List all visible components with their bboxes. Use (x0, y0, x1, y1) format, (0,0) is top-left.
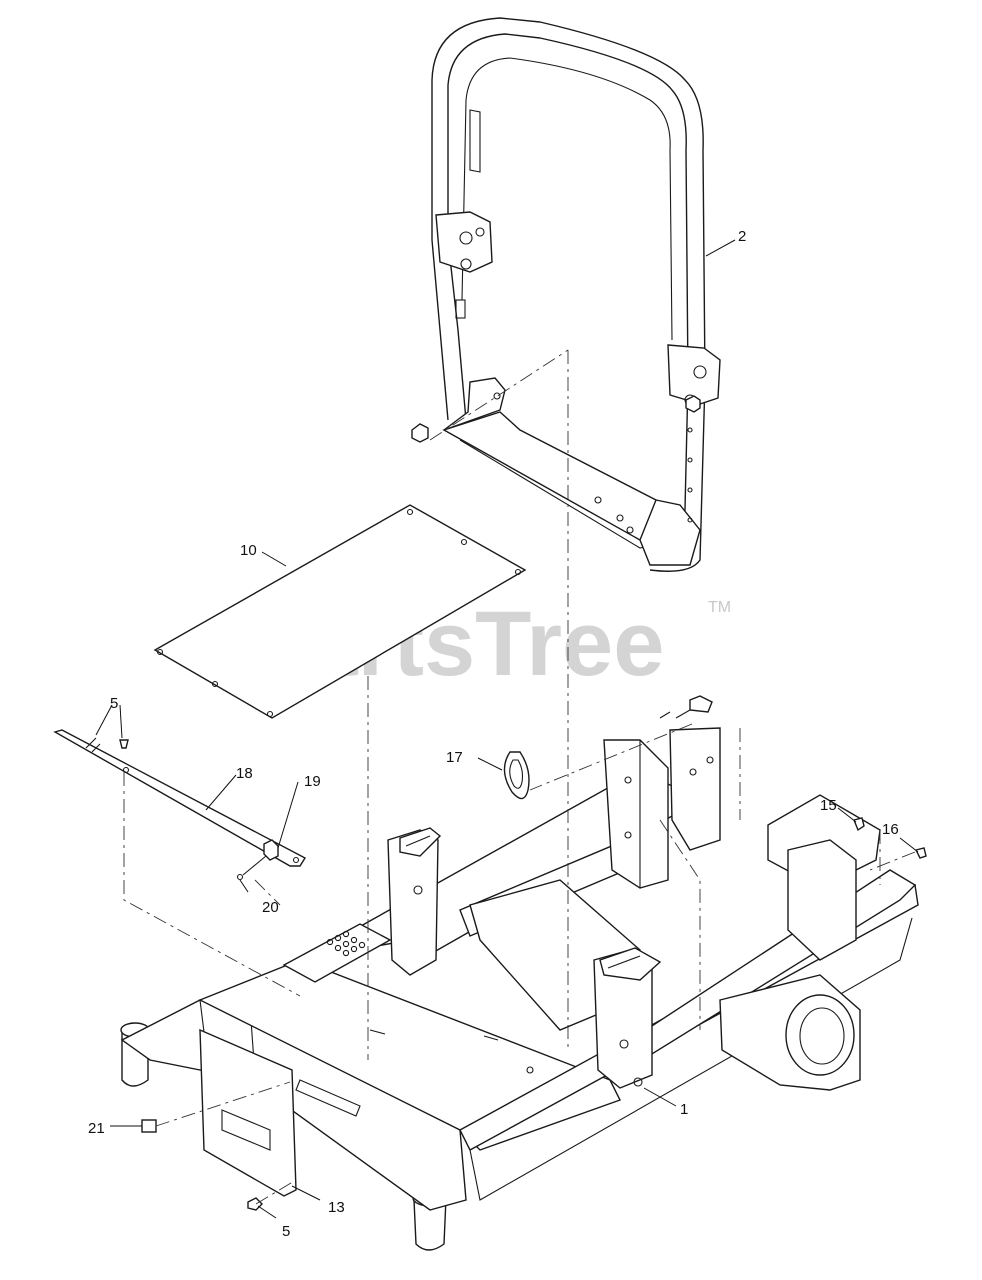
footrest-dots (326, 930, 366, 957)
floor-mat-part (153, 504, 527, 719)
callout-17: 17 (446, 749, 463, 766)
callout-19: 19 (304, 773, 321, 790)
callout-18: 18 (236, 765, 253, 782)
assembly-lines (123, 349, 916, 1205)
callout-labels: 2 10 5 18 19 20 17 15 16 1 21 13 5 (88, 228, 899, 1240)
callout-5-top: 5 (110, 695, 118, 712)
strap-part (53, 729, 306, 881)
callout-10: 10 (240, 542, 257, 559)
handle-part (503, 751, 530, 800)
fasteners (659, 695, 927, 859)
roll-bar-part (411, 17, 721, 572)
leader-lines (95, 239, 919, 1219)
callout-1: 1 (680, 1101, 688, 1118)
callout-21: 21 (88, 1120, 105, 1137)
callout-5-bottom: 5 (282, 1223, 290, 1240)
watermark-tm: TM (708, 599, 731, 616)
callout-2: 2 (738, 228, 746, 245)
callout-20: 20 (262, 899, 279, 916)
bracket-part (141, 1028, 297, 1211)
callout-13: 13 (328, 1199, 345, 1216)
callout-16: 16 (882, 821, 899, 838)
callout-15: 15 (820, 797, 837, 814)
